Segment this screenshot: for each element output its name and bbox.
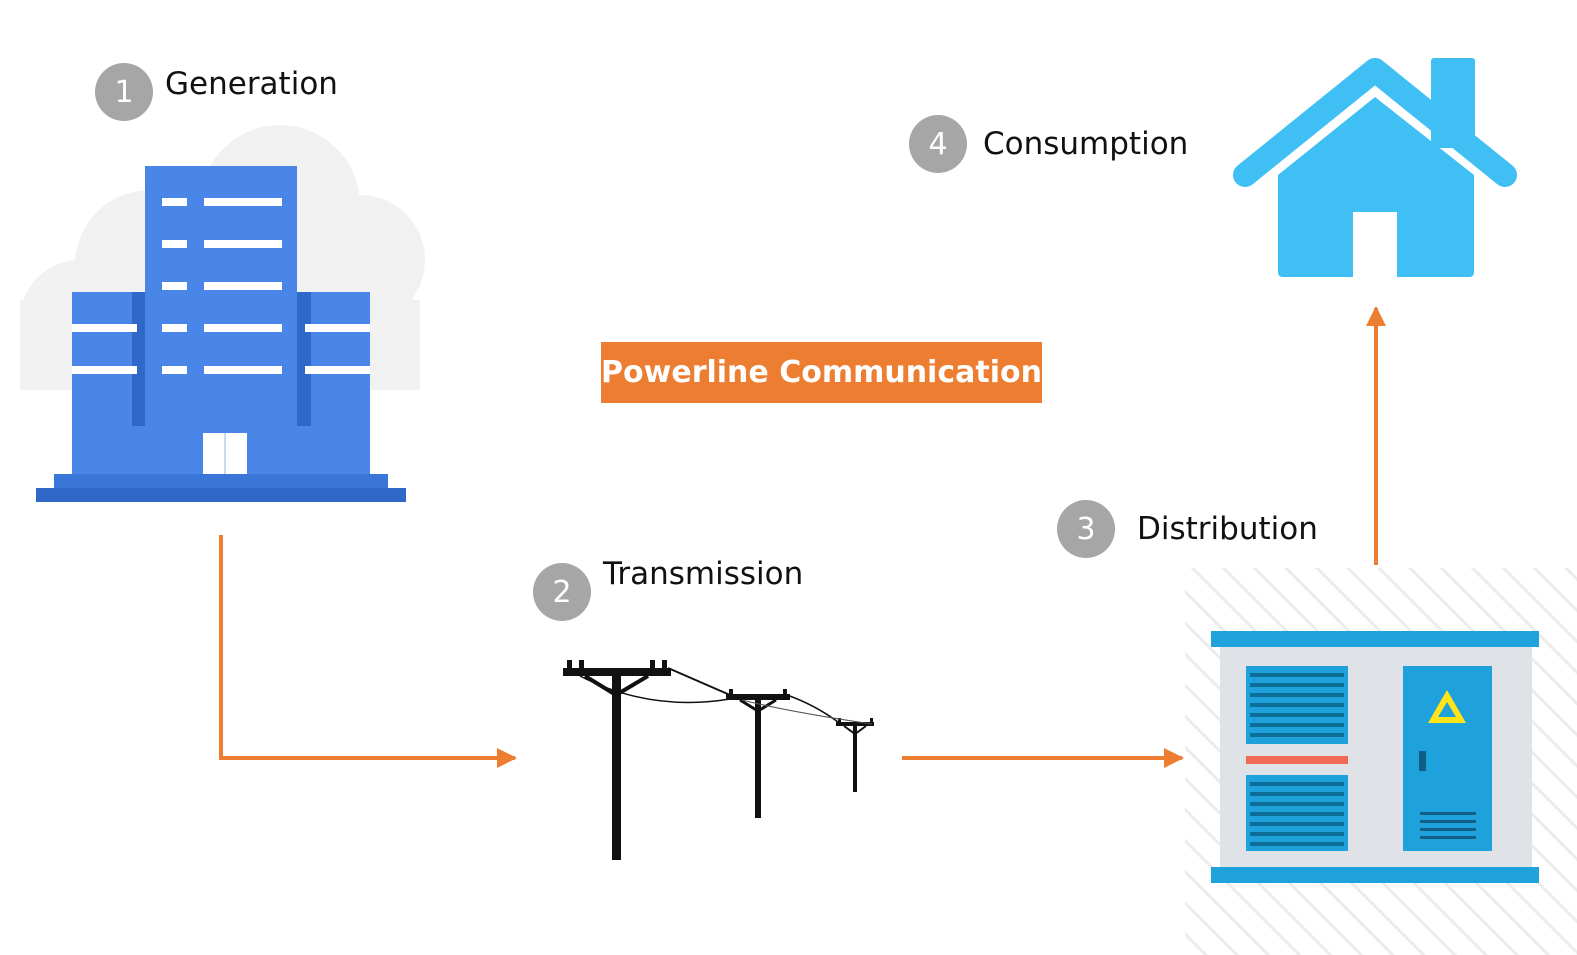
step-distribution: 3 Distribution (1057, 500, 1318, 558)
office-building-icon (20, 125, 425, 502)
step-label: Generation (165, 66, 338, 102)
step-generation: 1 Generation (95, 63, 338, 121)
arrow-generation-to-transmission (219, 535, 517, 768)
step-label: Distribution (1137, 511, 1318, 547)
step-transmission: 2 Transmission (533, 556, 803, 621)
step-number-badge: 3 (1057, 500, 1115, 558)
flow-arrows (219, 306, 1386, 768)
power-line-icon (563, 660, 874, 860)
step-label: Transmission (603, 556, 804, 592)
step-number-badge: 1 (95, 63, 153, 121)
powerline-communication-label: Powerline Communication (601, 342, 1042, 403)
house-icon (1233, 58, 1517, 277)
step-label: Consumption (983, 126, 1189, 162)
step-number-badge: 2 (533, 563, 591, 621)
step-consumption: 4 Consumption (909, 115, 1188, 173)
substation-cabinet-icon (1185, 568, 1577, 955)
step-number-badge: 4 (909, 115, 967, 173)
